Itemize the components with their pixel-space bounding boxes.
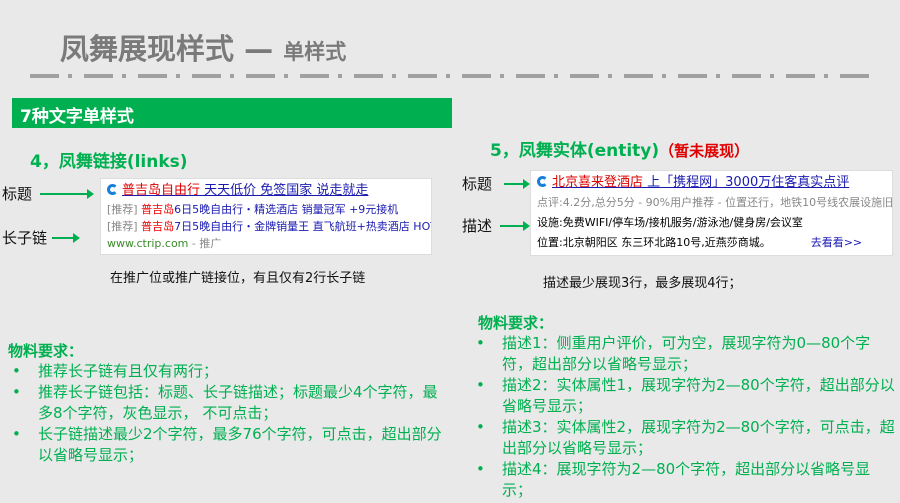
req-item: 长子链描述最少2个字符，最多76个字符，可点击，超出部分以省略号显示； — [8, 424, 448, 466]
dashed-divider — [30, 74, 870, 78]
section-banner: 7种文字单样式 — [12, 98, 452, 128]
see-more-link[interactable]: 去看看>> — [810, 236, 863, 249]
req-item: 描述2：实体属性1，展现字符为2—80个字符，超出部分以省略号显示； — [472, 375, 898, 417]
req-item: 描述3：实体属性2，展现字符为2—80个字符，可点击，超出部分以省略号显示； — [472, 417, 898, 459]
req-item: 描述1：侧重用户评价，可为空，展现字符为0—80个字符，超出部分以省略号显示； — [472, 333, 898, 375]
entity-review: 点评:4.2分,总分5分 - 90%用户推荐 - 位置还行，地铁10号线农展设施… — [537, 196, 893, 209]
entity-facility: 设施:免费WIFI/停车场/接机服务/游泳池/健身房/会议室 — [537, 216, 803, 229]
label-sublinks: 长子链 — [2, 229, 48, 247]
arrow-icon — [500, 221, 530, 231]
sublink-row[interactable]: [推荐] 普吉岛7日5晚自由行・金牌销量王 直飞航班+热卖酒店 HOT — [107, 220, 432, 233]
ad-url: www.ctrip.com — [107, 237, 189, 250]
title-sub: 单样式 — [283, 40, 347, 64]
links-ad-preview: 普吉岛自由行 天天低价 免签国家 说走就走 [推荐] 普吉岛6日5晚自由行・精选… — [100, 178, 432, 255]
req-heading: 物料要求： — [478, 314, 554, 332]
arrow-icon — [52, 233, 80, 243]
req-item: 描述4：展现字符为2—80个字符，超出部分以省略号显示； — [472, 459, 898, 501]
links-caption: 在推广位或推广链接位，有且仅有2行长子链 — [110, 271, 366, 286]
title-main: 凤舞展现样式 — — [60, 32, 284, 66]
ad-title-link[interactable]: 普吉岛自由行 天天低价 免签国家 说走就走 — [122, 183, 369, 198]
req-heading: 物料要求： — [8, 342, 84, 360]
left-requirements: 物料要求： 推荐长子链有且仅有两行； 推荐长子链包括：标题、长子链描述；标题最少… — [8, 340, 448, 466]
entity-title-link[interactable]: 北京喜来登酒店 上「携程网」3000万住客真实点评 — [552, 175, 850, 190]
slide-title: 凤舞展现样式 — 单样式 — [60, 26, 346, 68]
ctrip-logo-icon — [107, 184, 118, 195]
ctrip-logo-icon — [537, 176, 548, 187]
entity-note: （暂未展现） — [659, 142, 750, 160]
right-requirements: 物料要求： 描述1：侧重用户评价，可为空，展现字符为0—80个字符，超出部分以省… — [472, 312, 898, 501]
label-desc: 描述 — [462, 217, 493, 235]
arrow-icon — [504, 179, 530, 189]
req-item: 推荐长子链包括：标题、长子链描述；标题最少4个字符，最多8个字符，灰色显示， 不… — [8, 382, 448, 424]
label-title: 标题 — [2, 185, 33, 203]
entity-ad-preview: 北京喜来登酒店 上「携程网」3000万住客真实点评 点评:4.2分,总分5分 -… — [530, 170, 893, 256]
entity-location: 位置:北京朝阳区 东三环北路10号,近燕莎商城。 — [537, 236, 771, 249]
links-heading: 4，凤舞链接(links) — [30, 152, 188, 172]
entity-caption: 描述最少展现3行，最多展现4行； — [543, 276, 742, 291]
label-title: 标题 — [462, 175, 493, 193]
arrow-icon — [40, 189, 94, 199]
req-item: 推荐长子链有且仅有两行； — [8, 361, 448, 382]
entity-heading: 5，凤舞实体(entity)（暂未展现） — [490, 141, 750, 161]
sublink-row[interactable]: [推荐] 普吉岛6日5晚自由行・精选酒店 销量冠军 +9元接机 — [107, 203, 399, 216]
